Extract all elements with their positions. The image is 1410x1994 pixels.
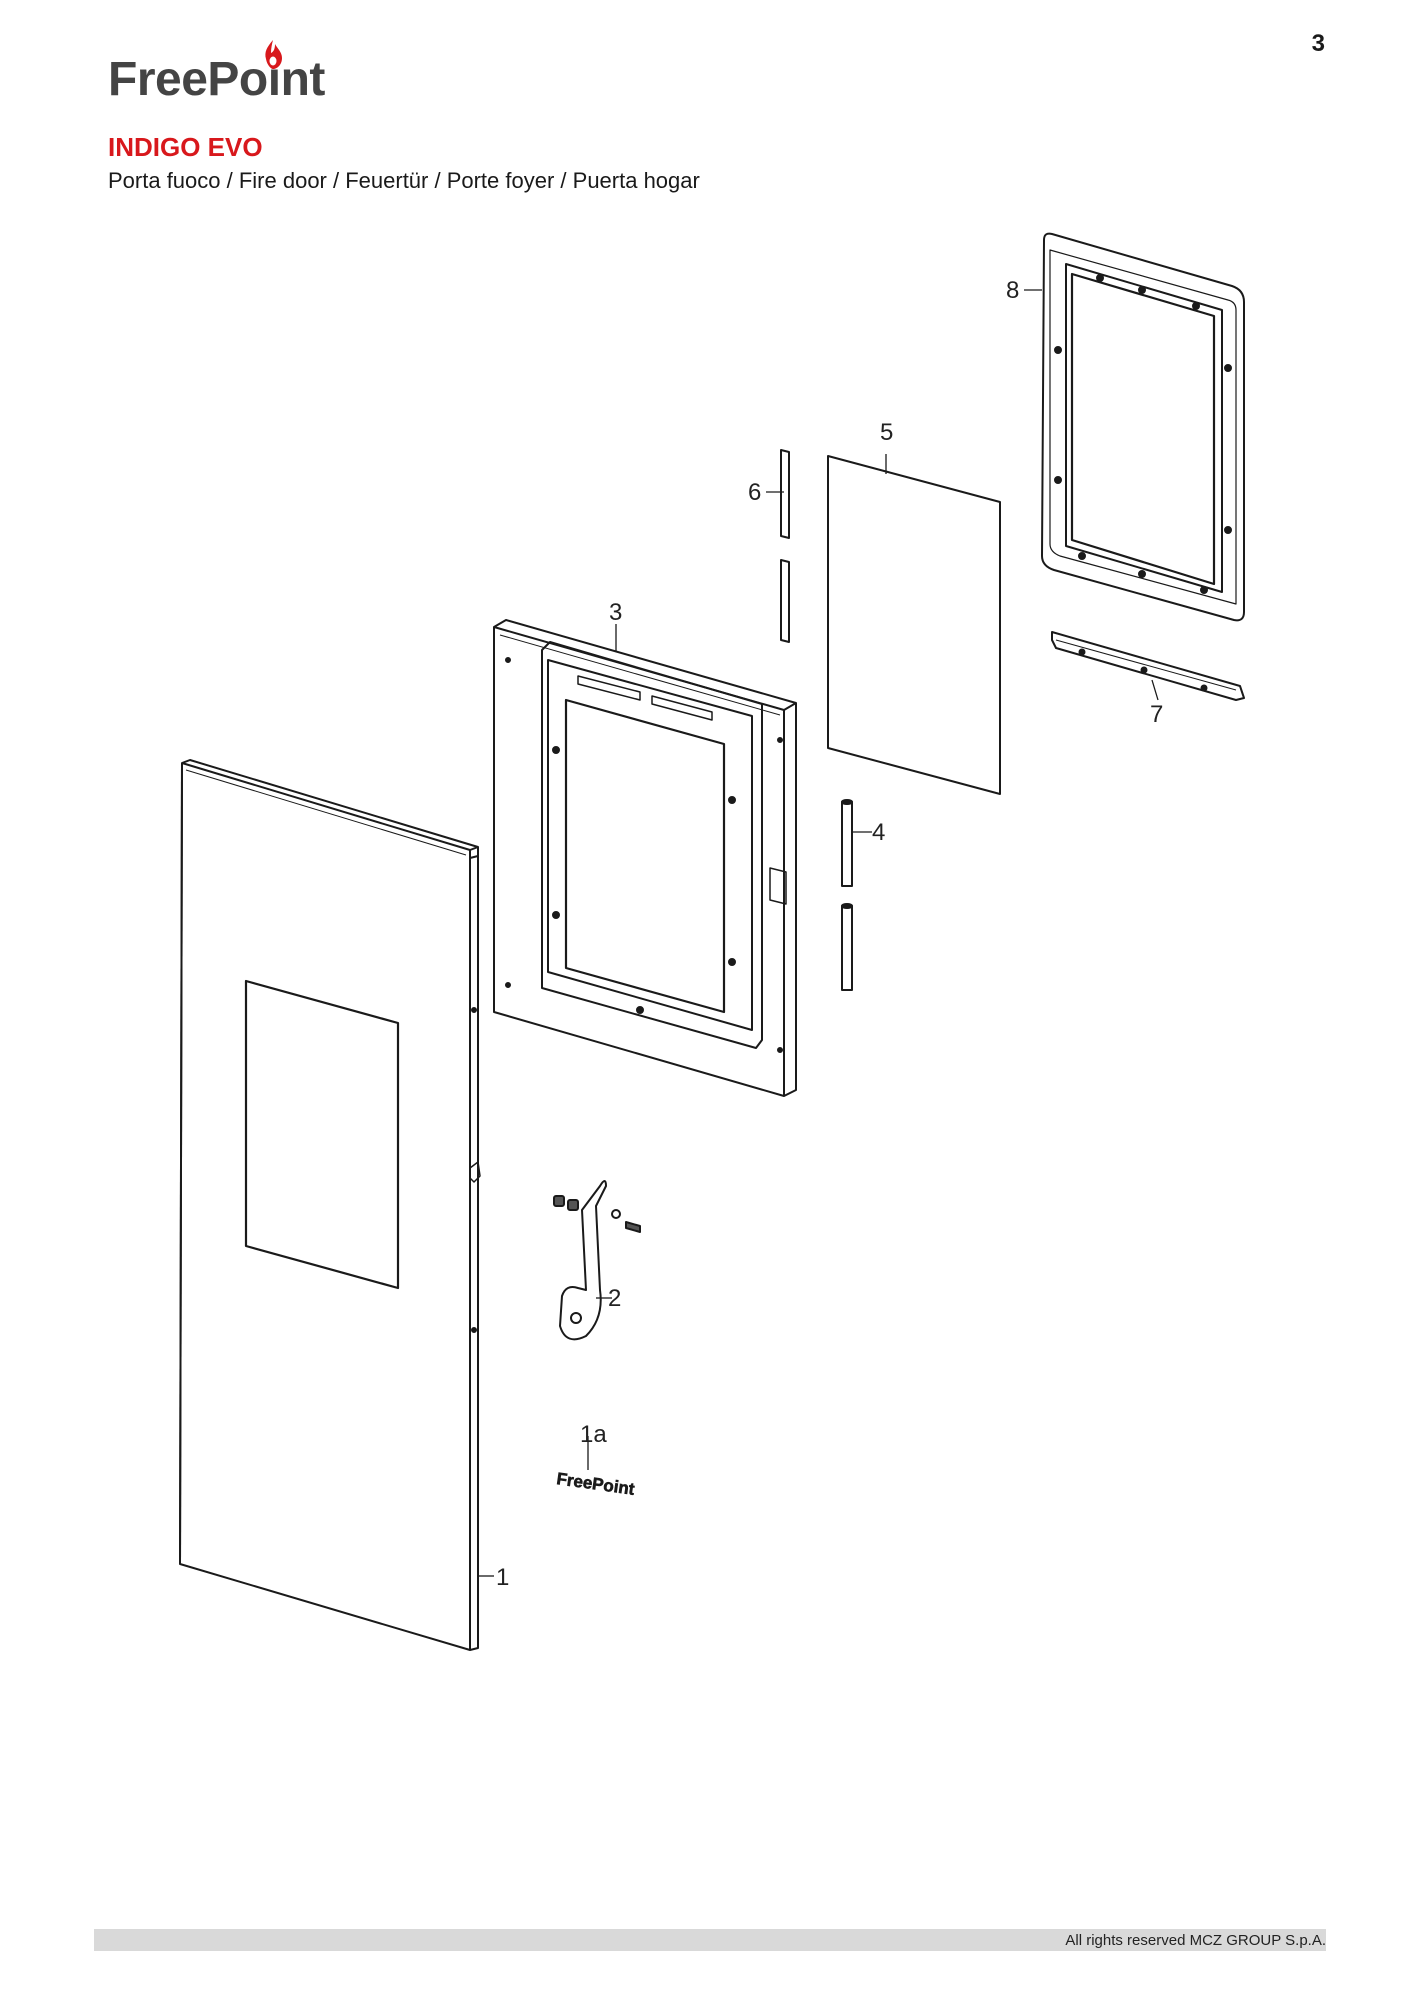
part-7-holder-bar: [1051, 631, 1245, 701]
page-subtitle: Porta fuoco / Fire door / Feuertür / Por…: [108, 168, 700, 193]
part-6-gasket-strips: [780, 449, 790, 643]
leader-lines: [478, 289, 1159, 1577]
brand-logo-text: FreePoint: [108, 53, 325, 106]
callout-8: 8: [1006, 277, 1019, 304]
page-number: 3: [1311, 30, 1325, 57]
part-1a-logo-badge: FreePoint: [555, 1469, 636, 1499]
badge-logo-text: FreePoint: [555, 1469, 636, 1499]
callout-6: 6: [748, 479, 761, 506]
part-8-glass-frame: [1041, 232, 1245, 622]
footer-copyright: All rights reserved MCZ GROUP S.p.A.: [1065, 1932, 1326, 1949]
callout-4: 4: [872, 819, 885, 846]
flame-icon: [265, 40, 282, 69]
part-2-hinge-bracket: [553, 1180, 641, 1341]
part-1-door-panel: [179, 759, 481, 1651]
callout-7: 7: [1150, 701, 1163, 728]
callout-1a: 1a: [580, 1421, 607, 1448]
part-4-rods: [841, 799, 853, 991]
part-3-inner-frame: [493, 619, 797, 1097]
callout-2: 2: [608, 1285, 621, 1312]
brand-logo: FreePoint: [108, 38, 328, 108]
footer-bar: [94, 1929, 1326, 1951]
part-5-glass-pane: [827, 455, 1001, 795]
callout-1: 1: [496, 1564, 509, 1591]
product-title: INDIGO EVO: [108, 132, 263, 162]
callout-3: 3: [609, 599, 622, 626]
callout-5: 5: [880, 419, 893, 446]
